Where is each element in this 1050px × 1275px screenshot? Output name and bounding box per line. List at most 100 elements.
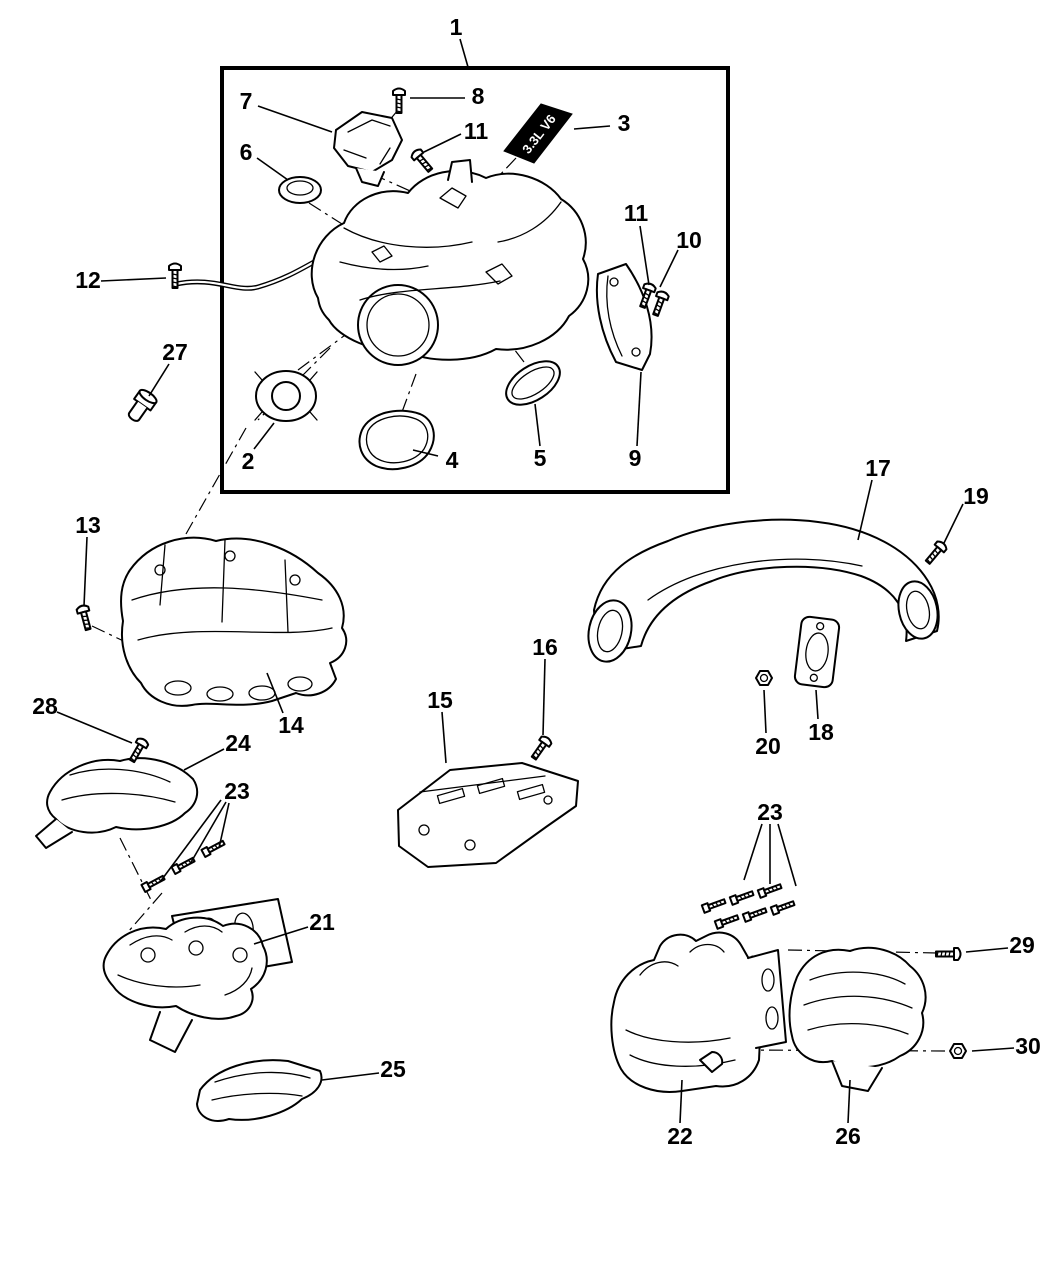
- leader-line-20-1: [763, 689, 767, 734]
- callout-11b: 11: [624, 200, 649, 226]
- leader-line-2-1: [253, 422, 275, 450]
- callout-11a: 11: [464, 118, 489, 144]
- callout-13: 13: [75, 512, 101, 538]
- screw-8-icon: [392, 87, 406, 114]
- leader-line-9-1: [636, 371, 642, 447]
- part-support-bracket: [595, 263, 653, 371]
- callout-23L: 23: [224, 778, 250, 804]
- bolt-23-left-2-icon: [170, 855, 197, 875]
- bolt-23-right-1-icon: [700, 896, 728, 914]
- part-cap: [278, 176, 322, 204]
- bolt-23-right-4-icon: [713, 912, 741, 930]
- leader-line-5-1: [534, 403, 541, 447]
- leader-line-26-1: [847, 1079, 851, 1124]
- leader-line-14-1: [266, 672, 284, 714]
- callout-9: 9: [629, 445, 642, 471]
- assembly-box: [220, 66, 730, 494]
- callout-17: 17: [865, 455, 891, 481]
- part-heat-shield-25: [196, 1059, 323, 1122]
- leader-line-23R-3: [777, 823, 797, 887]
- callout-5: 5: [534, 445, 547, 471]
- callout-2: 2: [242, 448, 255, 474]
- screw-13-icon: [75, 603, 95, 633]
- callout-3: 3: [618, 110, 631, 136]
- bolt-23-right-2-icon: [728, 888, 756, 906]
- leader-line-4-1: [412, 449, 439, 457]
- callout-30: 30: [1015, 1033, 1041, 1059]
- leader-line-23R-1: [743, 823, 763, 881]
- screw-16-icon: [527, 733, 554, 763]
- part-upper-intake-manifold: [310, 159, 590, 366]
- screw-10-icon: [648, 288, 671, 319]
- leader-line-15-1: [441, 711, 447, 764]
- leader-line-7-1: [257, 105, 333, 133]
- callout-27: 27: [162, 339, 188, 365]
- callout-23R: 23: [757, 799, 783, 825]
- leader-line-12-1: [100, 277, 167, 282]
- screw-11-upper-icon: [408, 146, 436, 176]
- bolt-23-right-5-icon: [741, 905, 769, 923]
- leader-line-22-1: [679, 1079, 683, 1124]
- callout-8: 8: [472, 83, 485, 109]
- leader-line-19-1: [943, 503, 964, 544]
- screw-29-icon: [935, 947, 962, 961]
- callout-29: 29: [1009, 932, 1035, 958]
- leader-line-27-1: [148, 363, 170, 397]
- leader-line-11b-1: [639, 225, 650, 286]
- nut-20-icon: [755, 670, 773, 686]
- callout-1: 1: [450, 14, 463, 40]
- callout-6: 6: [240, 139, 253, 165]
- leader-line-10-1: [659, 249, 679, 288]
- leader-line-3-1: [573, 125, 611, 130]
- bolt-23-left-1-icon: [200, 838, 227, 858]
- leader-line-13-1: [83, 536, 88, 607]
- callout-14: 14: [278, 712, 304, 738]
- leader-line-17-1: [857, 479, 873, 541]
- part-heat-shield-24: [35, 757, 199, 849]
- leader-line-1-1: [459, 38, 469, 68]
- leader-line-25-1: [321, 1072, 380, 1081]
- callout-26: 26: [835, 1123, 861, 1149]
- callout-20: 20: [755, 733, 781, 759]
- leader-line-21-1: [253, 926, 309, 945]
- leader-line-29-1: [965, 947, 1009, 953]
- callout-10: 10: [676, 227, 702, 253]
- part-throttle-body-spacer: [254, 370, 318, 422]
- part-lower-intake-manifold: [120, 536, 348, 707]
- leader-line-18-1: [815, 689, 819, 720]
- leader-line-24-1: [183, 748, 225, 771]
- callout-19: 19: [963, 483, 989, 509]
- leader-line-28-1: [56, 711, 133, 744]
- engine-badge: 3.3L V6: [503, 103, 573, 164]
- screw-19-icon: [922, 538, 950, 568]
- leader-line-23L-3: [159, 799, 222, 883]
- callout-16: 16: [532, 634, 558, 660]
- leader-line-16-1: [542, 658, 546, 736]
- part-sensor-27: [127, 388, 158, 422]
- callout-24: 24: [225, 730, 251, 756]
- callout-12: 12: [75, 267, 101, 293]
- bolt-23-right-6-icon: [769, 898, 797, 916]
- leader-line-23L-1: [218, 802, 230, 849]
- leader-line-11a-1: [423, 133, 462, 153]
- bolt-23-right-3-icon: [756, 881, 784, 899]
- callout-18: 18: [808, 719, 834, 745]
- leader-line-30-1: [971, 1047, 1015, 1052]
- callout-28: 28: [32, 693, 58, 719]
- part-oring-gasket: [505, 360, 561, 406]
- part-throttle-gasket: [358, 409, 435, 471]
- callout-25: 25: [380, 1056, 406, 1082]
- part-crossover-pipe: [587, 518, 940, 663]
- part-heat-shield-26: [788, 946, 927, 1092]
- callout-4: 4: [446, 447, 459, 473]
- part-crossover-gasket: [793, 615, 841, 689]
- bolt-23-left-3-icon: [140, 873, 167, 893]
- part-heat-shield-15: [397, 762, 579, 868]
- leader-line-6-1: [256, 157, 289, 181]
- callout-21: 21: [309, 909, 335, 935]
- nut-30-icon: [949, 1043, 967, 1059]
- part-exhaust-manifold-21: [102, 898, 293, 1053]
